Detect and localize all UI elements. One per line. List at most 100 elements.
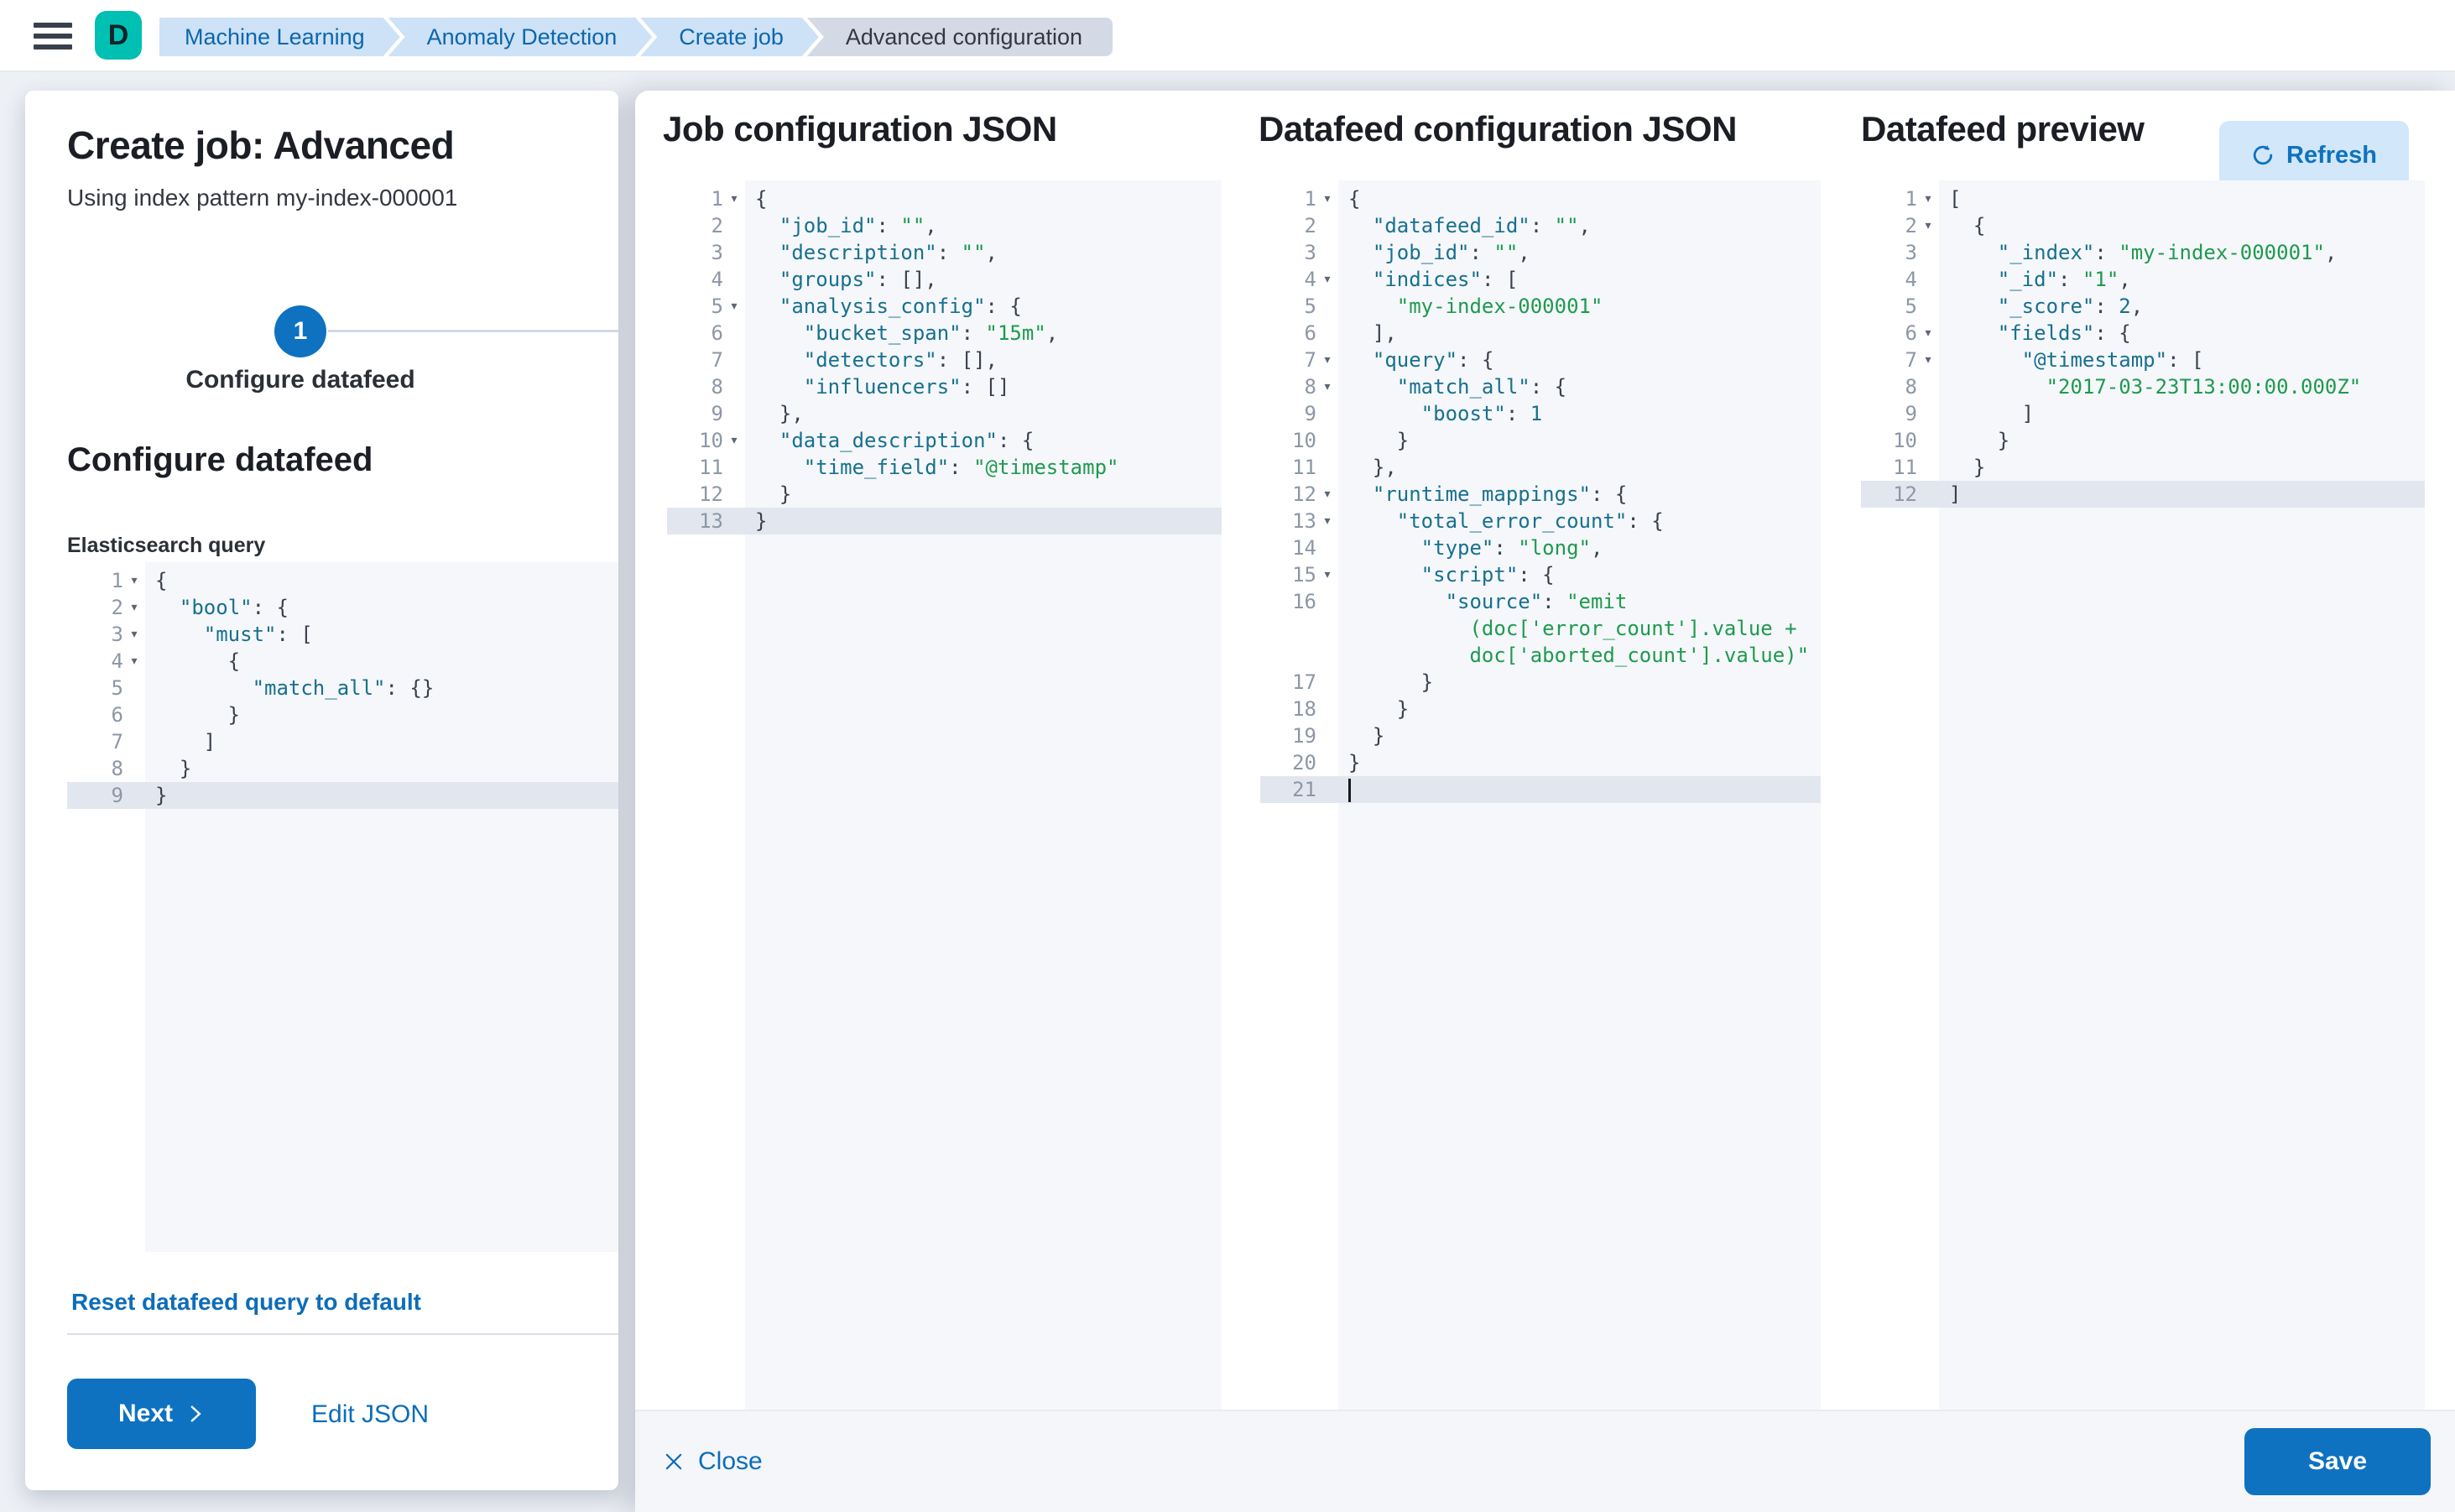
menu-icon[interactable] [34,23,72,50]
breadcrumb-machine-learning[interactable]: Machine Learning [159,18,400,56]
text-cursor [1348,779,1351,802]
fold-caret-icon[interactable]: ▾ [1925,326,1931,340]
close-button[interactable]: Close [663,1447,763,1476]
fold-caret-icon[interactable]: ▾ [1925,353,1931,367]
index-pattern-subtitle: Using index pattern my-index-000001 [67,185,458,211]
code-line: 10▾"data_description": { [699,429,1035,452]
code-line: 1▾[ [1905,187,1962,211]
refresh-icon [2251,143,2275,167]
flyout-footer: Close Save [635,1410,2455,1512]
step-1-indicator[interactable]: 1 [274,305,326,357]
section-title: Configure datafeed [67,441,373,478]
code-line: 11}, [1292,456,1397,479]
breadcrumb-anomaly-detection[interactable]: Anomaly Detection [388,18,653,56]
edit-json-link[interactable]: Edit JSON [311,1400,430,1428]
job-config-json-editor[interactable]: 1▾{2"job_id": "",3"description": "",4"gr… [667,180,1222,1410]
code-line: 9] [1905,402,2035,425]
job-config-title: Job configuration JSON [663,109,1057,149]
code-line: 1▾{ [1304,187,1361,211]
save-button[interactable]: Save [2244,1428,2431,1495]
fold-caret-icon[interactable]: ▾ [131,574,138,587]
code-line: 5▾"analysis_config": { [711,295,1022,318]
fold-caret-icon[interactable]: ▾ [131,654,138,668]
fold-caret-icon[interactable]: ▾ [731,300,738,313]
breadcrumb-create-job[interactable]: Create job [640,18,819,56]
code-line: 13} [667,508,1222,534]
code-line: 13▾"total_error_count": { [1292,509,1664,533]
code-line: 16"source": "emit [1292,590,1628,613]
fold-caret-icon[interactable]: ▾ [731,192,738,206]
code-line: 6], [1304,321,1397,345]
code-line: 2▾"bool": { [111,596,289,619]
code-line: (doc['error_count'].value + [1469,617,1797,640]
code-line: 1▾{ [711,187,768,211]
code-line: 4▾"indices": [ [1304,268,1519,291]
fold-caret-icon[interactable]: ▾ [131,601,138,614]
reset-datafeed-query-link[interactable]: Reset datafeed query to default [71,1289,421,1315]
code-line: 10} [1292,429,1410,452]
fold-caret-icon[interactable]: ▾ [1324,192,1331,206]
advanced-configuration-flyout: Job configuration JSON Datafeed configur… [635,91,2455,1512]
code-line: 10} [1893,429,2010,452]
datafeed-config-json-editor[interactable]: 1▾{ 2"datafeed_id": "", 3"job_id": "", 4▾"i… [1260,180,1821,1410]
code-line: 18} [1292,697,1410,721]
code-line: 4"groups": [], [711,268,937,291]
fold-caret-icon[interactable]: ▾ [1324,353,1331,367]
elasticsearch-query-editor[interactable]: 1▾{2▾"bool": {3▾"must": [4▾{5"match_all"… [67,562,618,1252]
code-line: 2▾{ [1905,214,1986,237]
code-line: 8} [111,757,192,780]
fold-caret-icon[interactable]: ▾ [1324,380,1331,394]
code-line: 2"datafeed_id": "", [1304,214,1591,237]
close-icon [663,1451,685,1473]
create-job-wizard-panel: Create job: Advanced Using index pattern… [25,91,618,1490]
code-line: 7"detectors": [], [711,348,998,372]
code-line: 9}, [711,402,804,425]
code-line: 21 [1260,776,1821,803]
code-line: 19} [1292,724,1385,748]
code-line: 3"_index": "my-index-000001", [1905,241,2338,264]
code-line: 6"bucket_span": "15m", [711,321,1059,345]
code-line: 4"_id": "1", [1905,268,2131,291]
code-line: 8"2017-03-23T13:00:00.000Z" [1905,375,2362,399]
code-line: 8"influencers": [] [711,375,1010,399]
code-line: 15▾"script": { [1292,563,1555,587]
code-line: 14"type": "long", [1292,536,1603,560]
fold-caret-icon[interactable]: ▾ [1324,487,1331,501]
code-line: 3▾"must": [ [111,623,313,646]
card-divider [67,1333,618,1335]
fold-caret-icon[interactable]: ▾ [1324,273,1331,286]
page-title: Create job: Advanced [67,123,455,167]
next-button[interactable]: Next [67,1379,256,1449]
code-line: 12▾"runtime_mappings": { [1292,482,1628,506]
fold-caret-icon[interactable]: ▾ [1324,514,1331,528]
fold-caret-icon[interactable]: ▾ [131,628,138,641]
code-line: 9} [67,782,618,809]
code-line: 9"boost": 1 [1304,402,1543,425]
fold-caret-icon[interactable]: ▾ [1925,219,1931,232]
chevron-right-icon [186,1405,205,1423]
code-line: 1▾{ [111,569,168,592]
fold-caret-icon[interactable]: ▾ [1925,192,1931,206]
refresh-button[interactable]: Refresh [2219,121,2409,190]
code-line: 17} [1292,670,1434,694]
datafeed-preview-title: Datafeed preview [1861,109,2145,149]
code-line: 3"job_id": "", [1304,241,1530,264]
code-line: 2"job_id": "", [711,214,937,237]
space-avatar[interactable]: D [95,11,142,60]
code-line: 7] [111,730,216,753]
code-line: 7▾"query": { [1304,348,1494,372]
datafeed-preview-editor[interactable]: 1▾[ 2▾{ 3"_index": "my-index-000001", 4"_id… [1861,180,2425,1410]
code-line: doc['aborted_count'].value)" [1469,644,1810,667]
code-line: 7▾"@timestamp": [ [1905,348,2204,372]
fold-caret-icon[interactable]: ▾ [731,434,738,447]
code-line: 11} [1893,456,1986,479]
code-line: 12] [1861,481,2425,508]
code-line: 20} [1292,751,1361,774]
code-line: 12} [699,482,792,506]
fold-caret-icon[interactable]: ▾ [1324,568,1331,581]
code-line: 6} [111,703,241,727]
es-query-label: Elasticsearch query [67,534,266,557]
breadcrumb-advanced-configuration: Advanced configuration [806,18,1113,56]
